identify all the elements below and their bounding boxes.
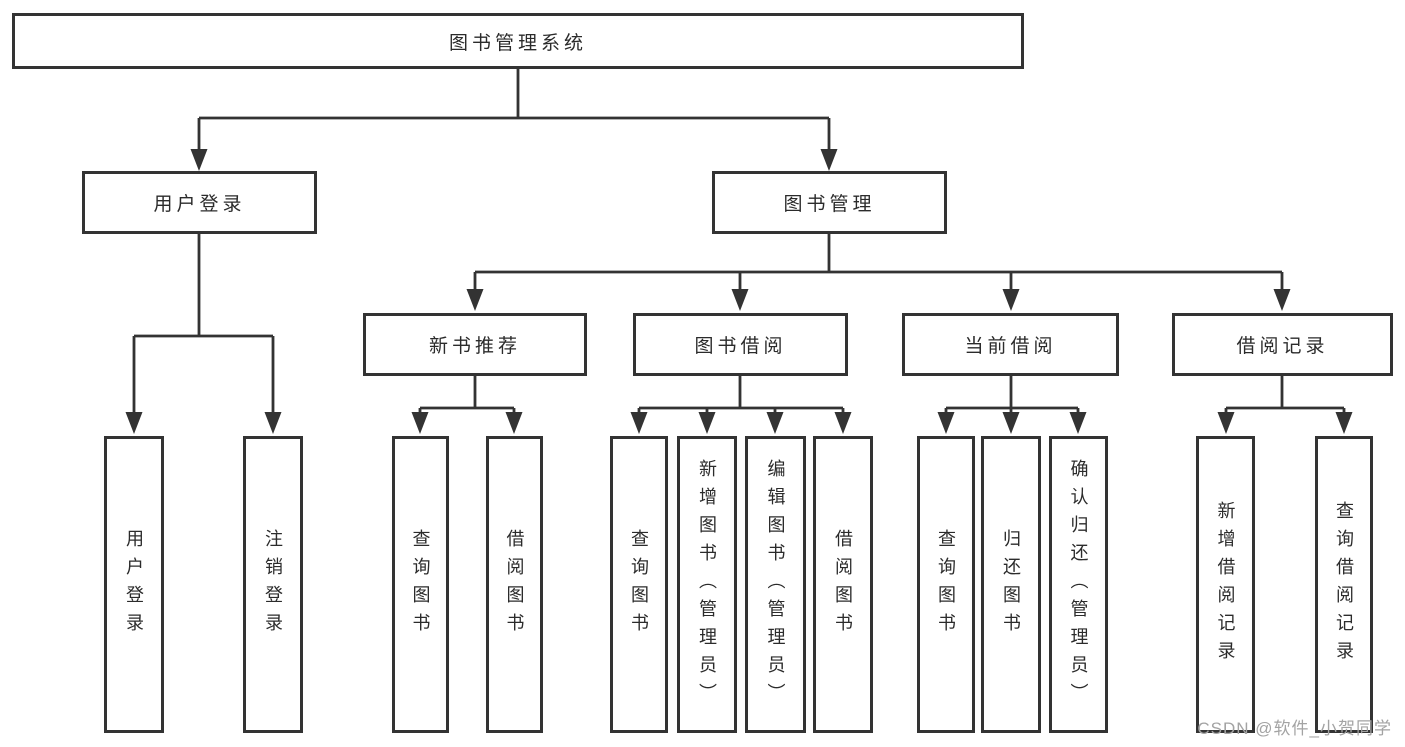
- node-book-borrow: 图书借阅: [633, 313, 848, 376]
- node-book-management: 图书管理: [712, 171, 947, 234]
- leaf-confirm-return-admin: 确认归还（管理员）: [1049, 436, 1108, 733]
- node-user-login: 用户登录: [82, 171, 317, 234]
- leaf-borrow-books: 借阅图书: [813, 436, 873, 733]
- leaf-confirm-return-admin-label: 确认归还（管理员）: [1068, 458, 1089, 711]
- leaf-current-query-books: 查询图书: [917, 436, 975, 733]
- leaf-add-borrow-record: 新增借阅记录: [1196, 436, 1255, 733]
- node-root: 图书管理系统: [12, 13, 1024, 69]
- leaf-logout-label: 注销登录: [263, 528, 283, 641]
- leaf-return-books-label: 归还图书: [1001, 528, 1021, 641]
- leaf-recommend-borrow-books-label: 借阅图书: [504, 528, 525, 641]
- leaf-current-query-books-label: 查询图书: [936, 528, 956, 641]
- leaf-user-login-label: 用户登录: [124, 528, 144, 641]
- node-current-borrow-label: 当前借阅: [964, 336, 1057, 357]
- leaf-query-borrow-record-label: 查询借阅记录: [1334, 500, 1354, 669]
- leaf-return-books: 归还图书: [981, 436, 1041, 733]
- leaf-add-borrow-record-label: 新增借阅记录: [1215, 500, 1236, 669]
- leaf-borrow-query-books-label: 查询图书: [629, 528, 649, 641]
- leaf-recommend-query-books-label: 查询图书: [410, 528, 431, 641]
- node-book-borrow-label: 图书借阅: [694, 336, 787, 357]
- node-current-borrow: 当前借阅: [902, 313, 1119, 376]
- leaf-add-books-admin: 新增图书（管理员）: [677, 436, 737, 733]
- leaf-logout: 注销登录: [243, 436, 303, 733]
- leaf-user-login: 用户登录: [104, 436, 164, 733]
- leaf-recommend-borrow-books: 借阅图书: [486, 436, 543, 733]
- node-book-management-label: 图书管理: [783, 194, 876, 215]
- leaf-edit-books-admin-label: 编辑图书（管理员）: [765, 458, 786, 711]
- leaf-borrow-query-books: 查询图书: [610, 436, 668, 733]
- leaf-add-books-admin-label: 新增图书（管理员）: [697, 458, 717, 711]
- connector-path: [132, 69, 1346, 413]
- leaf-recommend-query-books: 查询图书: [392, 436, 449, 733]
- leaf-edit-books-admin: 编辑图书（管理员）: [745, 436, 806, 733]
- leaf-borrow-books-label: 借阅图书: [833, 528, 853, 641]
- node-borrow-record-label: 借阅记录: [1236, 336, 1329, 357]
- node-new-book-recommend: 新书推荐: [363, 313, 587, 376]
- node-root-label: 图书管理系统: [448, 32, 587, 54]
- node-borrow-record: 借阅记录: [1172, 313, 1393, 376]
- leaf-query-borrow-record: 查询借阅记录: [1315, 436, 1373, 733]
- node-user-login-label: 用户登录: [153, 194, 246, 215]
- node-new-book-recommend-label: 新书推荐: [428, 336, 521, 357]
- arrowhead-icons: [125, 149, 1353, 434]
- watermark: CSDN @软件_小贺同学: [1197, 719, 1392, 738]
